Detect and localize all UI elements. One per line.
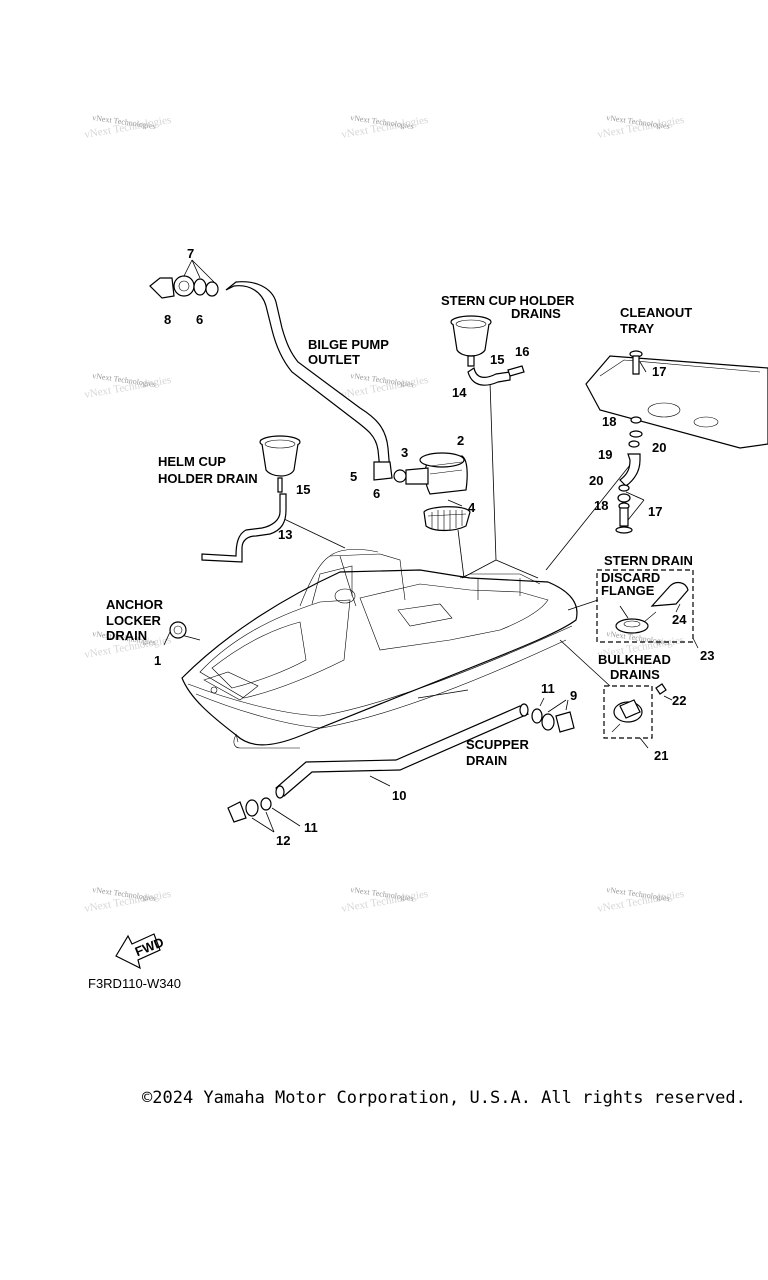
label-stern-cup-drains: DRAINS [511,306,561,321]
diagram-code: F3RD110-W340 [88,976,181,991]
callout-23: 23 [700,648,714,663]
callout-11b: 11 [304,820,318,835]
callout-3: 3 [401,445,408,460]
label-drain: DRAIN [106,628,147,643]
callout-18b: 18 [594,498,608,513]
callout-7: 7 [187,246,194,261]
label-flange: FLANGE [601,583,655,598]
callout-6a: 6 [196,312,203,327]
callout-9: 9 [570,688,577,703]
callout-4: 4 [468,500,476,515]
callout-6b: 6 [373,486,380,501]
callout-24: 24 [672,612,687,627]
callout-20a: 20 [652,440,666,455]
bilge-pump [393,452,471,532]
callout-14: 14 [452,385,467,400]
callout-12: 12 [276,833,290,848]
bulkhead-drain-box [603,683,673,749]
callout-16: 16 [515,344,529,359]
anchor-locker-drain-fitting [169,621,187,639]
callout-11a: 11 [541,681,555,696]
helm-cup-holder [201,435,301,563]
callout-numbers: 1 2 3 4 5 6 6 7 8 9 10 11 11 12 13 14 15… [154,246,714,848]
callout-5: 5 [350,469,357,484]
callout-10: 10 [392,788,406,803]
label-outlet: OUTLET [308,352,360,367]
callout-17a: 17 [652,364,666,379]
callout-15a: 15 [490,352,504,367]
label-stern-drain: STERN DRAIN [604,553,693,568]
callout-20b: 20 [589,473,603,488]
label-cleanout: CLEANOUT [620,305,692,320]
label-bulkhead-drains: DRAINS [610,667,660,682]
callout-2: 2 [457,433,464,448]
label-discard: DISCARD [601,570,660,585]
callout-17b: 17 [648,504,662,519]
label-anchor: ANCHOR [106,597,164,612]
cleanout-tray [585,350,768,534]
label-scupper-drain: DRAIN [466,753,507,768]
callout-15b: 15 [296,482,310,497]
label-bilge-pump: BILGE PUMP [308,337,389,352]
label-holder-drain: HOLDER DRAIN [158,471,258,486]
label-helm-cup: HELM CUP [158,454,226,469]
label-tray: TRAY [620,321,655,336]
scupper-drain [227,697,575,833]
svg-text:FWD: FWD [133,934,166,959]
callout-19: 19 [598,447,612,462]
section-labels: STERN CUP HOLDER DRAINS CLEANOUT TRAY BI… [106,293,693,768]
label-locker: LOCKER [106,613,162,628]
label-scupper: SCUPPER [466,737,529,752]
stern-cup-holder [450,315,525,386]
callout-22: 22 [672,693,686,708]
boat-hull [181,549,578,749]
callout-13: 13 [278,527,292,542]
leader-lines [163,381,631,699]
callout-8: 8 [164,312,171,327]
stern-drain-box [596,569,699,649]
bilge-pump-outlet-assembly [149,259,393,481]
callout-18a: 18 [602,414,616,429]
callout-21: 21 [654,748,668,763]
label-stern-cup-holder: STERN CUP HOLDER [441,293,575,308]
label-bulkhead: BULKHEAD [598,652,671,667]
callout-1: 1 [154,653,161,668]
fwd-arrow-icon: FWD [115,933,166,970]
copyright-notice: ©2024 Yamaha Motor Corporation, U.S.A. A… [142,1088,746,1108]
